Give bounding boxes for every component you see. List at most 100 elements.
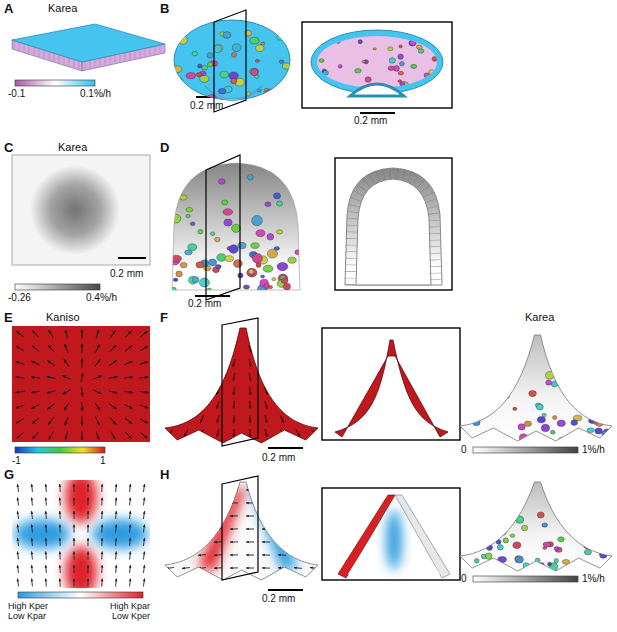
orientation-arrow bbox=[59, 565, 60, 573]
cell bbox=[338, 64, 342, 68]
arrow-head bbox=[198, 541, 201, 544]
orientation-arrow bbox=[17, 565, 18, 573]
section-inner bbox=[317, 36, 437, 88]
arrow-head bbox=[129, 525, 132, 528]
cell bbox=[192, 277, 198, 283]
arrow-head bbox=[145, 391, 148, 394]
arrow-head bbox=[59, 525, 62, 528]
growth-spot bbox=[30, 165, 120, 255]
scale-bar bbox=[268, 589, 303, 591]
cell bbox=[590, 510, 596, 516]
cell bbox=[553, 416, 557, 420]
arrow-head bbox=[87, 484, 90, 487]
cell bbox=[550, 430, 555, 434]
cell bbox=[252, 215, 263, 225]
orientation-arrow bbox=[201, 429, 204, 436]
orientation-arrow bbox=[249, 401, 251, 409]
arrow-head bbox=[310, 502, 313, 505]
arrow-head bbox=[47, 406, 50, 409]
orientation-arrow bbox=[109, 361, 117, 366]
cell bbox=[185, 250, 193, 255]
figure-label: 0 bbox=[461, 573, 467, 585]
cell bbox=[510, 534, 515, 537]
cell bbox=[190, 222, 195, 226]
orientation-arrow bbox=[115, 525, 117, 533]
cell bbox=[274, 247, 279, 251]
cell bbox=[497, 352, 505, 358]
tissue-peak bbox=[165, 482, 318, 580]
orientation-arrow bbox=[17, 552, 18, 560]
orientation-arrow bbox=[16, 405, 24, 408]
arrow-head bbox=[265, 434, 268, 437]
tissue-peak bbox=[165, 328, 318, 443]
orientation-arrow bbox=[230, 528, 238, 529]
orientation-arrow bbox=[311, 388, 317, 393]
cell bbox=[594, 412, 602, 419]
arrow-head bbox=[45, 565, 48, 568]
orientation-arrow bbox=[246, 542, 254, 543]
cell bbox=[554, 559, 558, 563]
arrow-head bbox=[114, 376, 117, 379]
arrow-head bbox=[216, 363, 219, 366]
arrow-head bbox=[113, 330, 116, 333]
cell bbox=[295, 250, 301, 255]
orientation-arrow bbox=[87, 511, 88, 519]
arrow-head bbox=[115, 579, 118, 582]
orientation-arrow bbox=[262, 334, 270, 336]
cell-wall bbox=[110, 56, 111, 65]
cell bbox=[480, 378, 488, 384]
orientation-arrow bbox=[65, 431, 67, 440]
arrow-head bbox=[115, 511, 118, 514]
orientation-arrow bbox=[166, 361, 173, 364]
arrow-head bbox=[129, 579, 132, 582]
cell bbox=[463, 515, 470, 521]
arrow-head bbox=[310, 567, 313, 570]
arrow-head bbox=[265, 420, 268, 423]
arrow-head bbox=[31, 511, 34, 514]
section-opening bbox=[350, 84, 404, 96]
arrow-field bbox=[166, 489, 318, 570]
cell bbox=[180, 262, 187, 268]
cell bbox=[180, 195, 188, 200]
arrow-head bbox=[59, 565, 62, 568]
cell bbox=[277, 35, 285, 40]
orientation-arrow bbox=[64, 403, 69, 411]
arrow-head bbox=[266, 363, 269, 366]
arrow-head bbox=[294, 489, 297, 492]
figure-label: 1%/h bbox=[582, 573, 605, 585]
arrow-head bbox=[297, 433, 299, 436]
orientation-arrow bbox=[249, 415, 251, 423]
arrow-head bbox=[166, 334, 169, 337]
tissue-peak bbox=[460, 482, 612, 571]
figure-label: 1 bbox=[100, 455, 106, 467]
cell bbox=[498, 529, 506, 536]
orientation-arrow bbox=[184, 402, 189, 408]
orientation-arrow bbox=[47, 391, 56, 393]
orientation-arrow bbox=[96, 330, 99, 339]
orientation-arrow bbox=[247, 333, 254, 338]
arrow-head bbox=[31, 525, 34, 528]
orientation-arrow bbox=[17, 433, 24, 439]
orientation-arrow bbox=[81, 330, 82, 339]
cell bbox=[486, 553, 493, 560]
arrow-head bbox=[33, 436, 36, 439]
orientation-arrow bbox=[214, 554, 222, 555]
inset-frame bbox=[322, 488, 460, 580]
cell bbox=[400, 82, 405, 86]
orientation-arrow bbox=[111, 432, 116, 440]
cell bbox=[214, 45, 222, 53]
arrow-head bbox=[101, 511, 104, 514]
arrow-head bbox=[64, 407, 67, 410]
cell bbox=[479, 394, 485, 399]
arrow-head bbox=[59, 484, 62, 487]
orientation-arrow bbox=[295, 374, 301, 379]
arrow-head bbox=[81, 437, 84, 440]
arrow-head bbox=[310, 489, 313, 492]
panel-letter: E bbox=[4, 311, 13, 326]
arrow-head bbox=[97, 330, 100, 333]
cell bbox=[410, 40, 417, 46]
orientation-arrow bbox=[265, 415, 267, 423]
arrow-head bbox=[249, 406, 252, 409]
arrow-head bbox=[143, 552, 146, 555]
cell bbox=[251, 69, 258, 76]
